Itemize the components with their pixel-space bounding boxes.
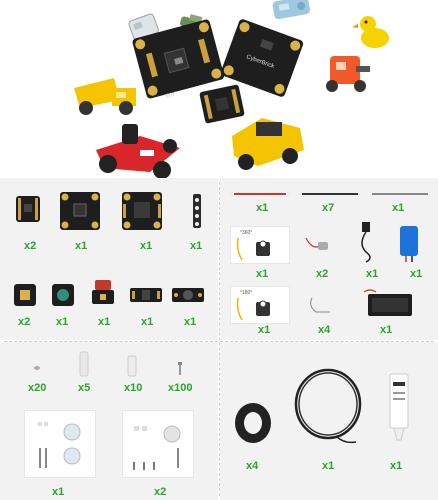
sensor-module-1-image (14, 284, 36, 306)
orange-robot-image (326, 56, 370, 92)
blue-robot-image (272, 0, 310, 20)
servo-360-label: °360° (240, 230, 253, 236)
grease-tube-image (389, 373, 409, 441)
switch-module-image (92, 280, 114, 304)
usb-charger-image (361, 222, 371, 263)
module-print-1: Wo^ (165, 91, 178, 100)
quantity-dial-module: x1 (184, 316, 197, 328)
rubber-duck-image (352, 16, 389, 48)
cable-coil-image (294, 368, 362, 444)
short-spacer-image (127, 355, 137, 377)
dial-module-image (172, 288, 204, 302)
servo-180-label: °180° (240, 290, 253, 296)
tiny-screw-image (34, 366, 40, 370)
main-core-board-image (60, 192, 100, 230)
battery-image (400, 226, 418, 262)
button-module-image (130, 288, 162, 302)
long-spacer-image (79, 351, 89, 377)
hero-illustration: Wo^ CyberBrick (74, 0, 389, 179)
quantity-long-spacer: x5 (78, 382, 91, 394)
quantity-short-spacer: x10 (124, 382, 143, 394)
quantity-tire: x4 (246, 460, 259, 472)
red-cable-image (230, 192, 290, 196)
sensor-module-2-image (52, 284, 74, 306)
cyberbrick-board-image (220, 19, 304, 97)
led-strip-image (193, 194, 201, 228)
quantity-battery-box: x1 (380, 324, 393, 336)
small-controller-image (199, 84, 245, 124)
motor-image (305, 237, 328, 250)
black-cable-image (302, 193, 358, 195)
kit-a-card (24, 410, 96, 478)
quantity-tiny-screw: x20 (28, 382, 47, 394)
quantity-grease-tube: x1 (390, 460, 403, 472)
quantity-cable-coil: x1 (322, 460, 335, 472)
quantity-main-core-board: x1 (75, 240, 88, 252)
quantity-black-cable: x7 (322, 202, 335, 214)
red-go-kart-image (96, 124, 180, 179)
quantity-red-cable: x1 (256, 202, 269, 214)
quantity-battery: x1 (410, 268, 423, 280)
quantity-kit-a: x1 (52, 486, 65, 498)
main-controller-board-image (132, 19, 225, 99)
battery-box-image (363, 289, 412, 316)
quantity-small-core-board: x2 (24, 240, 37, 252)
quantity-sensor-2: x1 (56, 316, 69, 328)
quantity-usb-charger: x1 (366, 268, 379, 280)
quantity-sensor-1: x2 (18, 316, 31, 328)
grid-core-board-image (122, 192, 162, 230)
hero-product-collage: Wo^ CyberBrick (0, 0, 438, 179)
quantity-motor: x2 (316, 268, 329, 280)
servo-360-image (236, 237, 270, 261)
quantity-grey-cable: x1 (392, 202, 405, 214)
quantity-servo-360: x1 (256, 268, 269, 280)
quantity-grid-core-board: x1 (140, 240, 153, 252)
quantity-button-module: x1 (141, 316, 154, 328)
yellow-truck-image (232, 118, 304, 170)
kit-b-parts-image (133, 425, 181, 470)
grey-cable-image (372, 193, 428, 195)
white-module-image (128, 13, 159, 41)
quantity-wire: x4 (318, 324, 331, 336)
quantity-switch-module: x1 (98, 316, 111, 328)
quantity-servo-180: x1 (258, 324, 271, 336)
tire-image (235, 403, 271, 443)
quantity-led-strip: x1 (190, 240, 203, 252)
horizontal-divider (4, 341, 434, 342)
screw-image (178, 362, 182, 375)
quantity-kit-b: x2 (154, 486, 167, 498)
small-core-board-image (16, 196, 40, 222)
wire-image (310, 297, 330, 313)
quantity-screw: x100 (168, 382, 193, 394)
yellow-dump-truck-image (74, 78, 136, 115)
vertical-divider (219, 182, 220, 496)
servo-180-image (236, 297, 270, 321)
kit-a-parts-image (38, 422, 81, 468)
